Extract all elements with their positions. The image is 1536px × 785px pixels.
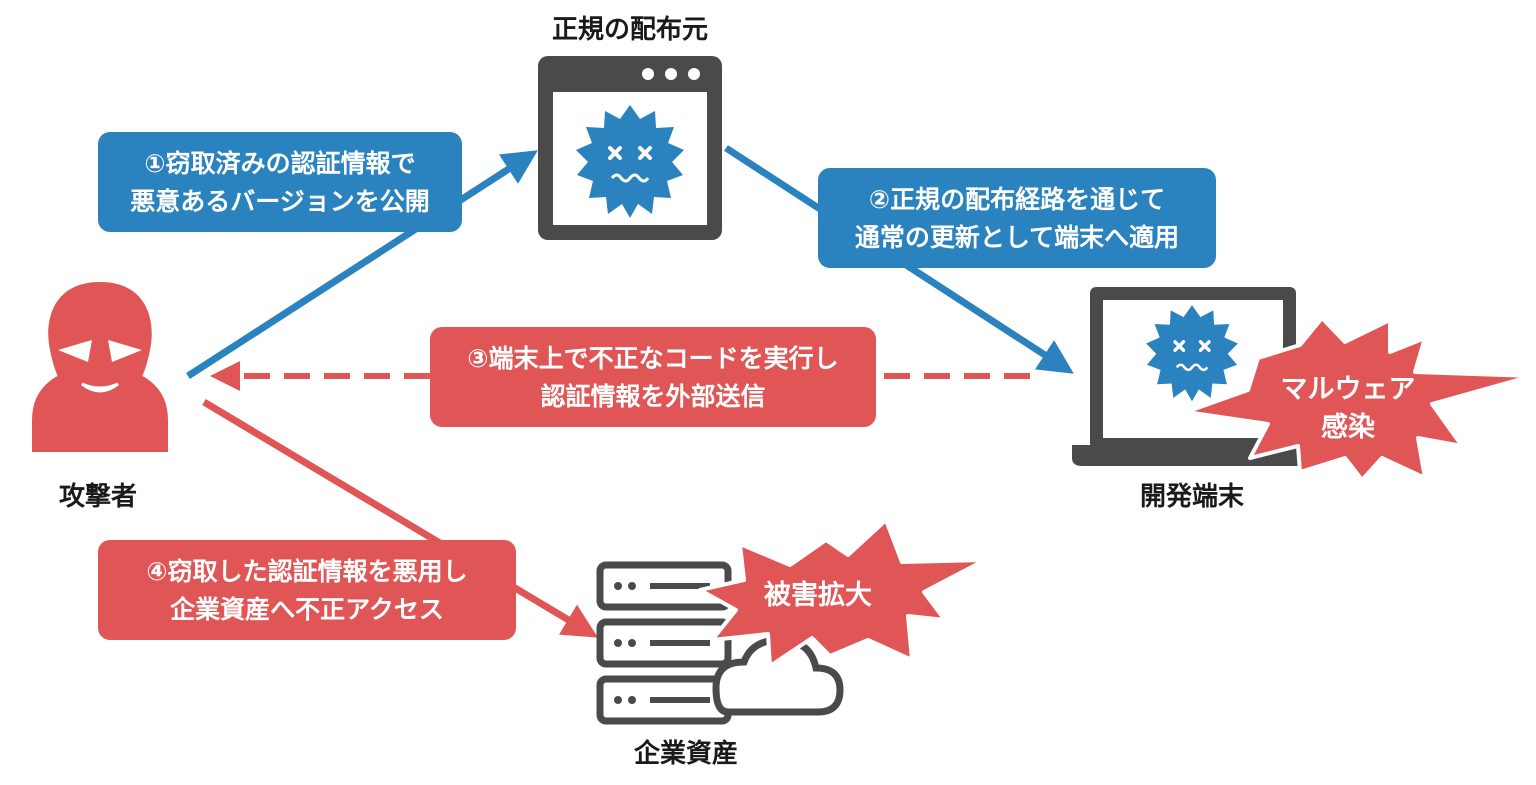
malware-line1: マルウェア	[1281, 374, 1416, 405]
step2-line2: 通常の更新として端末へ適用	[855, 223, 1179, 252]
virus-icon-terminal	[1146, 305, 1238, 402]
step1-line1: ①窃取済みの認証情報で	[144, 149, 415, 178]
arrow-step4	[202, 398, 599, 638]
attacker-label: 攻撃者	[59, 482, 137, 512]
step3-box: ③端末上で不正なコードを実行し 認証情報を外部送信	[430, 327, 876, 427]
malware-line2: 感染	[1321, 411, 1375, 443]
malware-infection-burst: マルウェア 感染	[1184, 316, 1534, 482]
step2-line1: ②正規の配布経路を通じて	[869, 185, 1165, 214]
arrow-step1	[186, 150, 538, 379]
distributor-label: 正規の配布元	[552, 15, 708, 45]
step4-line2: 企業資産へ不正アクセス	[170, 595, 444, 624]
step1-box: ①窃取済みの認証情報で 悪意あるバージョンを公開	[98, 132, 462, 232]
step4-box: ④窃取した認証情報を悪用し 企業資産へ不正アクセス	[98, 540, 516, 640]
step3-line1: ③端末上で不正なコードを実行し	[467, 344, 838, 373]
virus-icon-distributor	[576, 105, 684, 218]
damage-label: 被害拡大	[764, 579, 872, 611]
step4-line1: ④窃取した認証情報を悪用し	[146, 557, 467, 586]
step3-line2: 認証情報を外部送信	[540, 382, 765, 411]
step1-line2: 悪意あるバージョンを公開	[130, 187, 430, 216]
corporate-assets-label: 企業資産	[634, 738, 738, 769]
server-leds	[614, 582, 710, 704]
damage-spread-burst: 被害拡大	[698, 518, 987, 668]
dev-terminal-label: 開発端末	[1140, 482, 1245, 512]
step2-box: ②正規の配布経路を通じて 通常の更新として端末へ適用	[818, 168, 1216, 268]
attacker-icon	[32, 282, 168, 452]
